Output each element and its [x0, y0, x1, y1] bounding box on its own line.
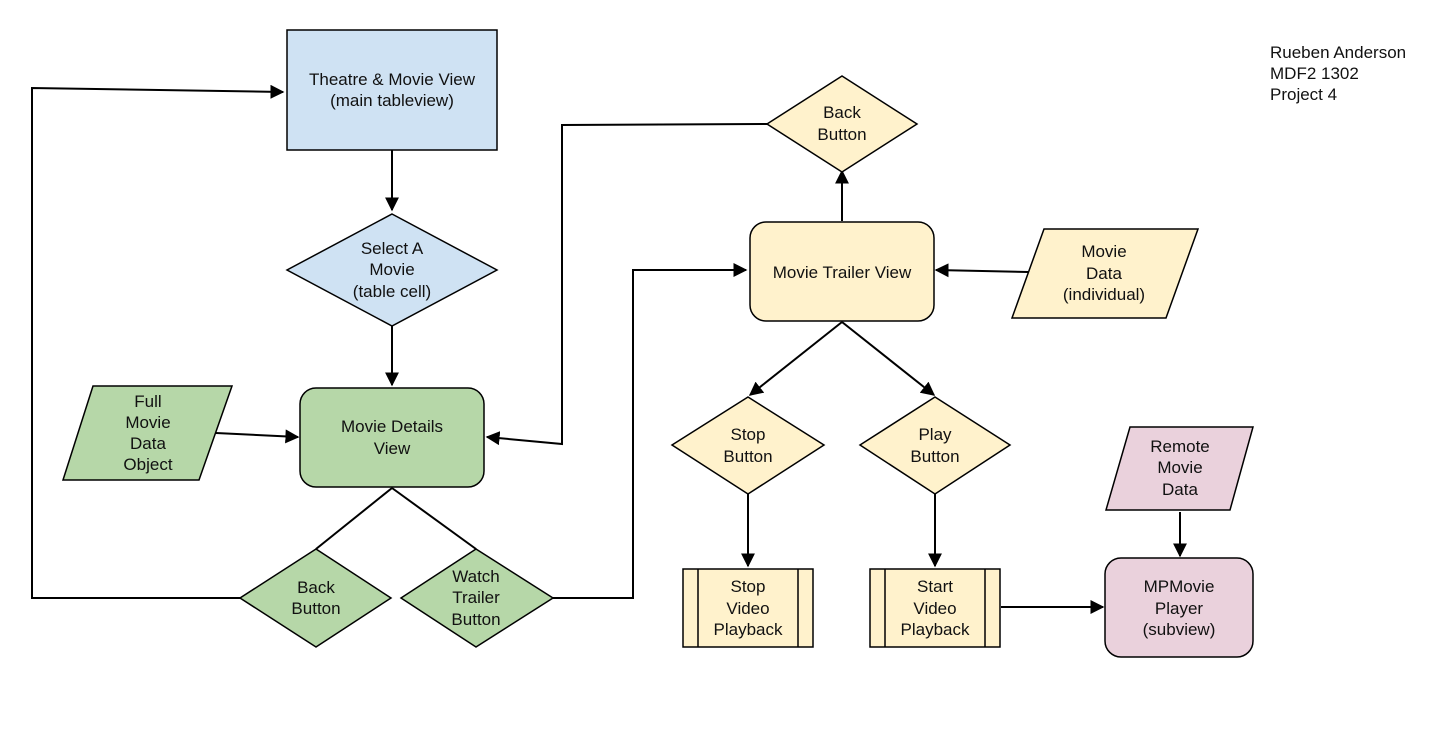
node-label-line: Movie [1081, 242, 1126, 261]
node-label-line: Stop [731, 577, 766, 596]
node-remote-movie-data: Remote Movie Data [1105, 426, 1254, 511]
node-label-line: View [374, 439, 411, 458]
node-label-line: Button [910, 447, 959, 466]
node-label-line: Select A [361, 239, 424, 258]
course-code: MDF2 1302 [1270, 64, 1359, 83]
node-movie-trailer-view: Movie Trailer View [749, 221, 935, 322]
node-select-movie: Select A Movie (table cell) [285, 213, 499, 327]
node-label-line: Trailer [452, 588, 500, 607]
node-label-line: MPMovie [1144, 577, 1215, 596]
author-name: Rueben Anderson [1270, 43, 1407, 62]
edge-trailer-to-stop [748, 321, 843, 396]
connectors [31, 84, 1187, 614]
edge-trailer-to-play [841, 321, 936, 396]
node-mpmovie-player: MPMovie Player (subview) [1104, 557, 1254, 658]
node-label-line: Playback [714, 620, 783, 639]
node-watch-trailer-button: Watch Trailer Button [399, 548, 555, 648]
node-label-line: Full [134, 392, 161, 411]
project-label: Project 4 [1270, 85, 1338, 104]
node-stop-button: Stop Button [670, 396, 826, 495]
node-label-line: Movie Trailer View [773, 263, 912, 282]
author-info: Rueben Anderson MDF2 1302 Project 4 [1270, 42, 1406, 105]
edge-backbutton-to-details [485, 123, 768, 446]
edge-moviedata-to-trailer [934, 263, 1029, 278]
edge-back-to-theatre [31, 84, 285, 599]
node-label-line: Movie [125, 413, 170, 432]
node-label-line: Stop [731, 425, 766, 444]
node-label-line: Movie [1157, 458, 1202, 477]
node-movie-details-view: Movie Details View [299, 387, 485, 488]
node-label-line: Play [918, 425, 952, 444]
node-movie-data-individual: Movie Data (individual) [1010, 228, 1200, 319]
node-label-line: Watch [452, 567, 500, 586]
node-label-line: (table cell) [353, 282, 431, 301]
node-play-button: Play Button [858, 396, 1012, 495]
node-theatre-movie-view: Theatre & Movie View (main tableview) [286, 29, 498, 151]
node-label-line: Movie [369, 260, 414, 279]
node-label-line: Data [1086, 264, 1122, 283]
edge-fulldata-to-details [215, 429, 300, 444]
node-label-line: Data [130, 434, 166, 453]
node-back-button-details: Back Button [238, 548, 393, 648]
node-label-line: Start [917, 577, 953, 596]
node-start-video-playback: Start Video Playback [869, 568, 1001, 648]
node-label-line: Button [817, 125, 866, 144]
node-label-line: Data [1162, 480, 1198, 499]
node-label-line: (main tableview) [330, 91, 454, 110]
node-full-movie-data: Full Movie Data Object [61, 385, 234, 481]
edge-details-to-watch [391, 487, 477, 550]
node-label-line: (individual) [1063, 285, 1145, 304]
node-label-line: Object [123, 455, 172, 474]
node-label-line: Video [726, 599, 769, 618]
node-back-button-trailer: Back Button [765, 75, 919, 173]
node-stop-video-playback: Stop Video Playback [682, 568, 814, 648]
node-label-line: Button [723, 447, 772, 466]
edge-details-to-back [315, 487, 393, 550]
node-label-line: Button [291, 599, 340, 618]
node-label-line: Player [1155, 599, 1204, 618]
node-label-line: Playback [901, 620, 970, 639]
node-label-line: Video [913, 599, 956, 618]
node-label-line: (subview) [1143, 620, 1216, 639]
node-label-line: Theatre & Movie View [309, 70, 476, 89]
node-label-line: Movie Details [341, 417, 443, 436]
node-label-line: Back [823, 103, 861, 122]
edge-watch-to-trailer [553, 263, 748, 599]
node-label-line: Remote [1150, 437, 1210, 456]
node-label-line: Back [297, 578, 335, 597]
node-label-line: Button [451, 610, 500, 629]
